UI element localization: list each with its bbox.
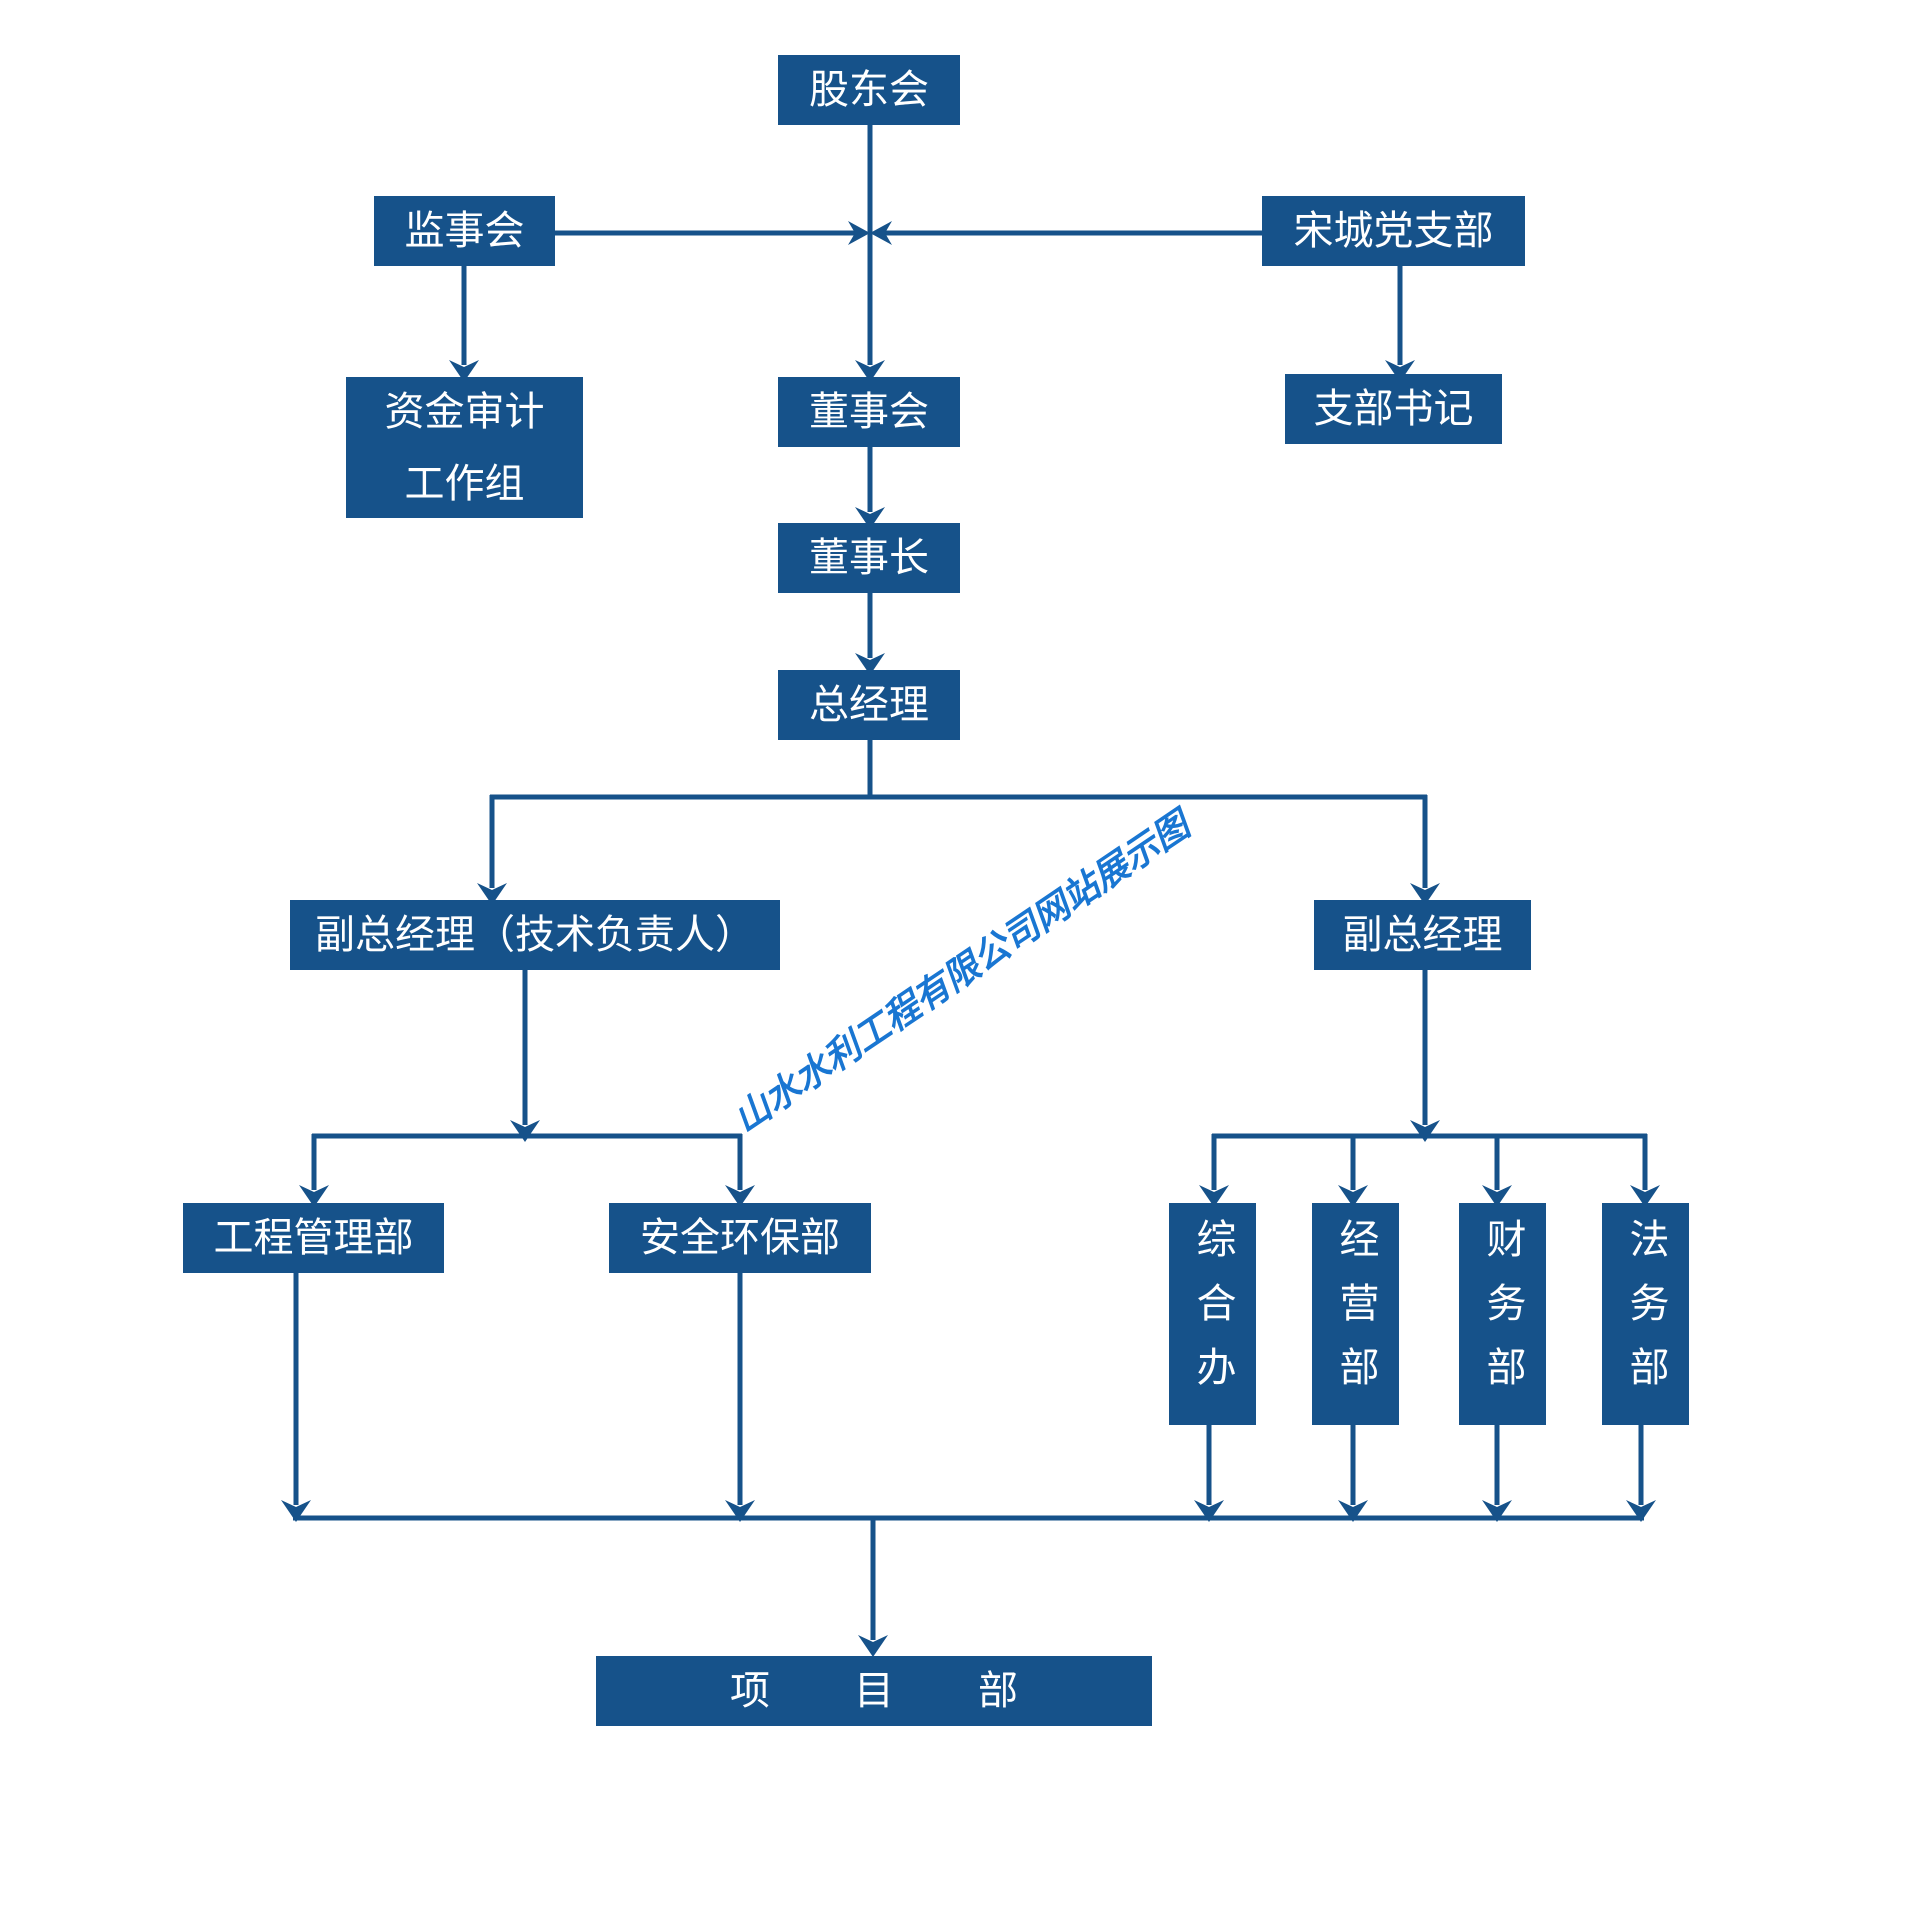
node-operations-dept: 经营部 — [1312, 1203, 1399, 1425]
arrowhead — [725, 1185, 755, 1207]
arrowhead — [1199, 1185, 1229, 1207]
arrowhead — [1194, 1500, 1224, 1522]
node-audit-group: 资金审计工作组 — [346, 377, 583, 518]
node-deputy-gm: 副总经理 — [1314, 900, 1531, 970]
arrowhead — [449, 360, 479, 382]
node-party-branch: 宋城党支部 — [1262, 196, 1525, 266]
arrowhead — [299, 1185, 329, 1207]
arrowhead — [510, 1120, 540, 1142]
node-general-office: 综合办 — [1169, 1203, 1256, 1425]
node-shareholders: 股东会 — [778, 55, 960, 125]
node-legal-dept: 法务部 — [1602, 1203, 1689, 1425]
node-chairman: 董事长 — [778, 523, 960, 593]
arrowhead — [1630, 1185, 1660, 1207]
arrowhead — [725, 1500, 755, 1522]
arrowhead — [1410, 1120, 1440, 1142]
node-board: 董事会 — [778, 377, 960, 447]
arrowhead — [1482, 1185, 1512, 1207]
node-safety-dept: 安全环保部 — [609, 1203, 871, 1273]
arrowhead — [1338, 1185, 1368, 1207]
arrowhead — [477, 883, 507, 905]
node-project-dept: 项目部 — [596, 1656, 1152, 1726]
arrowhead — [855, 653, 885, 675]
node-supervisors: 监事会 — [374, 196, 555, 266]
arrowhead — [1482, 1500, 1512, 1522]
node-branch-secretary: 支部书记 — [1285, 374, 1502, 444]
arrowhead — [1385, 360, 1415, 382]
arrowhead — [870, 221, 892, 245]
node-engineering-dept: 工程管理部 — [183, 1203, 444, 1273]
arrowhead — [281, 1500, 311, 1522]
arrowhead — [858, 1635, 888, 1657]
arrowhead — [848, 221, 870, 245]
node-deputy-gm-tech: 副总经理（技术负责人） — [290, 900, 780, 970]
arrowhead — [1338, 1500, 1368, 1522]
arrowhead — [1410, 883, 1440, 905]
arrowhead — [1626, 1500, 1656, 1522]
node-general-manager: 总经理 — [778, 670, 960, 740]
arrowhead — [855, 360, 885, 382]
node-finance-dept: 财务部 — [1459, 1203, 1546, 1425]
arrowhead — [855, 507, 885, 529]
